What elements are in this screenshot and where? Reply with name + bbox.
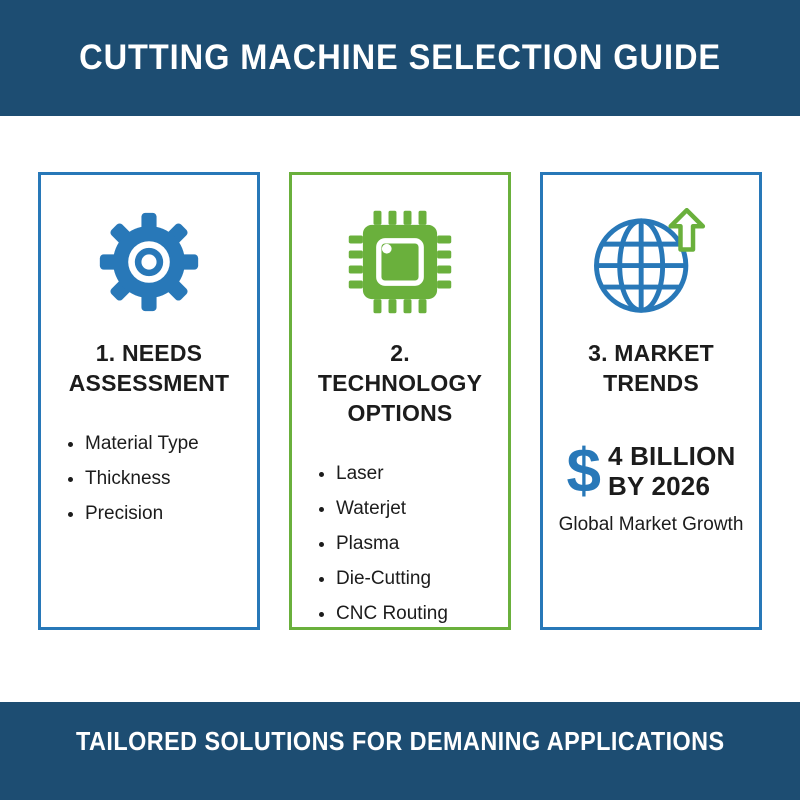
- gear-icon: [97, 210, 201, 314]
- card-needs-assessment: 1. NEEDS ASSESSMENT Material Type Thickn…: [38, 172, 260, 630]
- chip-icon: [347, 209, 453, 315]
- cards-row: 1. NEEDS ASSESSMENT Material Type Thickn…: [0, 172, 800, 630]
- page-title: CUTTING MACHINE SELECTION GUIDE: [79, 38, 721, 77]
- card-title: 1. NEEDS ASSESSMENT: [68, 340, 230, 396]
- globe-growth-icon: [592, 208, 710, 316]
- stat-caption: Global Market Growth: [558, 514, 744, 536]
- footer-band: TAILORED SOLUTIONS FOR DEMANING APPLICAT…: [0, 702, 800, 800]
- stat-value: 4 BILLION BY 2026: [608, 441, 735, 502]
- bullet-list: Laser Waterjet Plasma Die-Cutting CNC Ro…: [292, 463, 508, 625]
- stat-value-line2: BY 2026: [608, 471, 711, 502]
- card-icon-area: [41, 199, 257, 325]
- list-item: Laser: [336, 463, 508, 485]
- footer-text: TAILORED SOLUTIONS FOR DEMANING APPLICAT…: [75, 726, 725, 756]
- card-title: 3. MARKET TRENDS: [588, 340, 714, 396]
- list-item: Waterjet: [336, 498, 508, 520]
- stat-row: $ 4 BILLION BY 2026: [543, 436, 759, 506]
- dollar-sign-icon: $: [566, 436, 601, 506]
- list-item: Die-Cutting: [336, 568, 508, 590]
- list-item: Material Type: [85, 433, 257, 455]
- bullet-list: Material Type Thickness Precision: [41, 433, 257, 525]
- card-icon-area: [292, 199, 508, 325]
- list-item: Thickness: [85, 468, 257, 490]
- market-stat: $ 4 BILLION BY 2026 Global Market Growth: [543, 436, 759, 536]
- card-technology-options: 2. TECHNOLOGY OPTIONS Laser Waterjet Pla…: [289, 172, 511, 630]
- stat-value-line1: 4 BILLION: [608, 440, 736, 471]
- header-band: CUTTING MACHINE SELECTION GUIDE: [0, 0, 800, 116]
- list-item: CNC Routing: [336, 603, 508, 625]
- list-item: Precision: [85, 503, 257, 525]
- card-market-trends: 3. MARKET TRENDS $ 4 BILLION BY 2026 Glo…: [540, 172, 762, 630]
- card-title: 2. TECHNOLOGY OPTIONS: [317, 340, 483, 426]
- card-icon-area: [543, 199, 759, 325]
- list-item: Plasma: [336, 533, 508, 555]
